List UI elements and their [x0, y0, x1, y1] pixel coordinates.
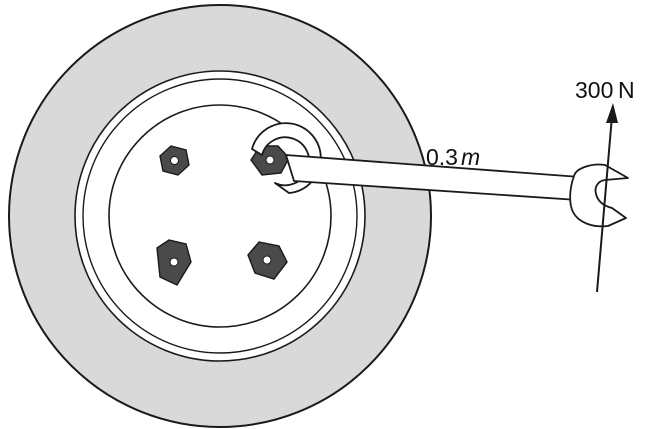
- stud-hole-icon: [265, 155, 275, 165]
- distance-unit: m: [461, 144, 480, 170]
- wrench-head-far: [569, 163, 629, 228]
- force-label: 300 N: [575, 77, 635, 103]
- force-arrow-shaft: [596, 115, 613, 293]
- distance-value: 0.3: [426, 144, 458, 170]
- lug-nut-bottom-right: [247, 241, 288, 280]
- stud-hole-icon: [169, 257, 179, 267]
- wrench-head-near: [251, 122, 322, 194]
- lug-nut-top-left: [159, 145, 190, 176]
- lug-nut-bottom-left: [156, 239, 192, 286]
- stud-hole-icon: [170, 156, 179, 165]
- stud-hole-icon: [262, 255, 272, 265]
- force-arrow-icon: [606, 103, 618, 123]
